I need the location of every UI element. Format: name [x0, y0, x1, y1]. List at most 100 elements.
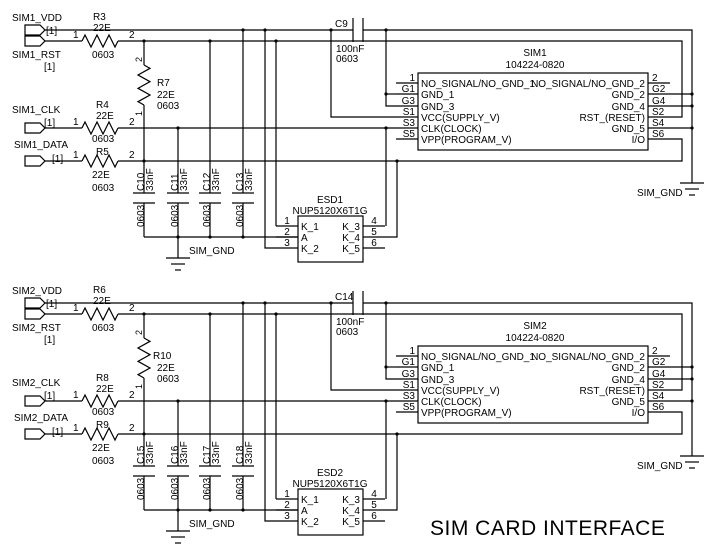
capacitor-value: 33nF	[244, 441, 255, 464]
resistor-value: 22E	[93, 23, 111, 34]
pin-number: G3	[402, 369, 416, 380]
rst-port-icon[interactable]	[24, 308, 46, 320]
junction-dot	[395, 432, 399, 436]
pin-name: GND_1	[421, 363, 455, 374]
clk-port-icon[interactable]	[24, 122, 46, 134]
port-label-vdd: SIM1_VDD	[12, 13, 62, 24]
rst-port-icon[interactable]	[24, 35, 46, 47]
port-sheet-ref: [1]	[52, 427, 63, 438]
pin-number: 1	[73, 30, 79, 41]
connector-body	[417, 345, 649, 424]
resistor-package: 0603	[92, 134, 115, 145]
data-net	[118, 138, 683, 162]
capacitor-package: 0603	[235, 204, 246, 227]
resistor-value: 22E	[96, 111, 114, 122]
junction-dot	[690, 92, 694, 96]
pin-name: A	[301, 506, 308, 517]
capacitor-ref: C13	[235, 172, 246, 191]
resistor-value: 22E	[157, 363, 175, 374]
pin-number: 2	[652, 73, 658, 84]
sim2-interface-block: SIM2_VDD[1]SIM2_RST[1]SIM2_CLK[1]SIM2_DA…	[12, 285, 704, 544]
junction-dot	[142, 432, 146, 436]
pin-number: G4	[652, 96, 666, 107]
port-sheet-ref: [1]	[44, 118, 55, 129]
pin-number: 2	[284, 227, 290, 238]
pin-number: S2	[652, 380, 665, 391]
pin-name: K_3	[342, 495, 360, 506]
connector-part: 104224-0820	[506, 333, 565, 344]
port-label-clk: SIM2_CLK	[12, 378, 61, 389]
vdd-port-icon[interactable]	[24, 24, 46, 36]
data-port-icon[interactable]	[24, 155, 46, 167]
pin-name: GND_3	[421, 375, 455, 386]
pin-number: S2	[652, 107, 665, 118]
resistor-symbol	[136, 337, 152, 379]
junction-dot	[241, 235, 245, 239]
resistor-ref: R6	[93, 285, 106, 296]
capacitor-ref: C10	[136, 172, 147, 191]
gnd-net	[363, 302, 693, 456]
rst-net	[118, 40, 683, 118]
pin-name: GND_5	[612, 397, 646, 408]
resistor-symbol	[81, 153, 119, 169]
sim-connector: SIM2104224-08201NO_SIGNAL/NO_GND_12NO_SI…	[396, 321, 670, 424]
junction-dot	[208, 39, 212, 43]
resistor-ref: R3	[93, 12, 106, 23]
pin-number: S1	[403, 380, 416, 391]
pin-number: 1	[284, 489, 290, 500]
gnd-label: SIM_GND	[637, 188, 683, 199]
port-sheet-ref: [1]	[44, 335, 55, 346]
vdd-port-icon[interactable]	[24, 297, 46, 309]
gnd-label: SIM_GND	[637, 461, 683, 472]
pin-number: S5	[403, 129, 416, 140]
vcc-net	[330, 30, 396, 118]
connector-body	[417, 72, 649, 151]
pin-number: 2	[129, 117, 135, 128]
pin-name: GND_2	[612, 363, 646, 374]
wire	[385, 161, 398, 238]
junction-dot	[690, 399, 694, 403]
capacitor-package: 0603	[336, 54, 359, 65]
resistor-package: 0603	[157, 374, 180, 385]
pin-number: G2	[652, 84, 666, 95]
capacitor-ref: C18	[235, 445, 246, 464]
gnd-net	[363, 29, 693, 183]
resistor-ref: R7	[157, 78, 170, 89]
capacitor-ref: C11	[170, 173, 181, 191]
pin-name: K_5	[342, 244, 360, 255]
pin-name: K_5	[342, 517, 360, 528]
pin-name: NO_SIGNAL/NO_GND_1	[421, 352, 535, 363]
pin-number: 1	[409, 346, 415, 357]
resistor-symbol	[81, 306, 119, 322]
resistor-ref: R10	[153, 351, 172, 362]
capacitor-value: 33nF	[179, 441, 190, 464]
junction-dot	[208, 508, 212, 512]
gnd-label: SIM_GND	[189, 519, 235, 530]
wire	[385, 434, 398, 511]
pin-name: K_4	[342, 506, 360, 517]
capacitor-package: 0603	[170, 204, 181, 227]
pin-number: 2	[129, 30, 135, 41]
resistor-value: 22E	[96, 384, 114, 395]
port-sheet-ref: [1]	[44, 62, 55, 73]
data-port-icon[interactable]	[24, 428, 46, 440]
pin-name: GND_3	[421, 102, 455, 113]
clk-port-icon[interactable]	[24, 395, 46, 407]
pin-number: 2	[134, 330, 144, 335]
data-net	[118, 411, 683, 435]
pin-number: G1	[402, 357, 416, 368]
pin-number: 3	[284, 238, 290, 249]
resistor-symbol	[81, 33, 119, 49]
sheet-title: SIM CARD INTERFACE	[430, 517, 665, 540]
capacitor-value: 100nF	[336, 44, 364, 55]
resistor-value: 22E	[157, 90, 175, 101]
rst-net	[118, 313, 683, 391]
